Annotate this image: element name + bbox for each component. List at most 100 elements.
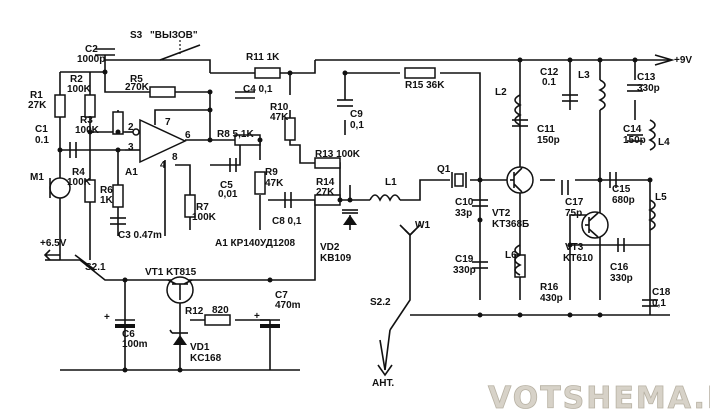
label-r3: R3 <box>80 115 93 126</box>
label-c11-val: 150p <box>537 135 560 146</box>
label-pin6: 6 <box>185 130 191 141</box>
label-c5: C5 <box>220 180 233 191</box>
label-c3: C3 0.47m <box>118 230 162 241</box>
label-r7: R7 <box>196 202 209 213</box>
supply-arrow-6v5 <box>43 249 60 261</box>
label-c6-val: 100m <box>122 339 148 350</box>
label-c14: C14 <box>623 124 642 135</box>
resistor-r5 <box>149 86 176 98</box>
label-c10-val: 33p <box>455 208 472 219</box>
label-c7: C7 <box>275 290 288 301</box>
label-q1: Q1 <box>437 164 451 175</box>
label-r11: R11 1K <box>246 52 280 63</box>
label-c18: C18 <box>652 287 671 298</box>
label-c5-val: 0,01 <box>218 189 238 200</box>
capacitor-c14 <box>627 134 643 142</box>
label-vt3: VT3 <box>565 242 584 253</box>
label-c19: C19 <box>455 254 474 265</box>
component-labels: S3 "ВЫЗОВ" C2 1000p R1 27K R2 100K R5 27… <box>28 30 692 389</box>
label-pin8: 8 <box>172 152 178 163</box>
capacitor-c19 <box>472 261 488 269</box>
junction-dots <box>57 57 653 373</box>
capacitor-c18 <box>642 299 658 307</box>
resistor-r2 <box>84 94 96 118</box>
label-r7-val: 100K <box>192 212 217 223</box>
label-r8: R8 5,1K <box>217 129 254 140</box>
svg-text:+: + <box>104 312 110 323</box>
capacitor-c12 <box>562 94 578 102</box>
label-c12: C12 <box>540 67 559 78</box>
label-r10: R10 <box>270 102 289 113</box>
label-ant: АНТ. <box>372 378 394 389</box>
capacitor-c10 <box>472 199 488 207</box>
capacitor-c7: + <box>254 311 280 328</box>
label-r12-val: 820 <box>212 305 229 316</box>
resistor-r11 <box>254 67 281 79</box>
capacitor-c3 <box>110 217 126 225</box>
label-r2-val: 100K <box>67 84 92 95</box>
label-s2-2: S2.2 <box>370 297 391 308</box>
label-s2-1: S2.1 <box>85 262 106 273</box>
crystal-q1 <box>451 172 467 188</box>
label-c15: C15 <box>612 184 631 195</box>
label-r6: R6 <box>100 185 113 196</box>
label-c2-val: 1000p <box>77 54 105 65</box>
transistor-vt1 <box>166 276 194 304</box>
label-vt3-val: KT610 <box>563 253 593 264</box>
label-r14-val: 27K <box>316 187 335 198</box>
label-r2: R2 <box>70 74 83 85</box>
switch-s3 <box>159 40 201 61</box>
label-c2: C2 <box>85 44 98 55</box>
label-c16-val: 330p <box>610 273 633 284</box>
resistor-r9 <box>254 171 266 195</box>
label-r16: R16 <box>540 282 559 293</box>
inductor-l2 <box>514 94 522 126</box>
zener-vd1 <box>169 329 188 345</box>
label-s3-name: "ВЫЗОВ" <box>150 30 198 41</box>
transistor-vt2 <box>506 166 534 194</box>
label-w1: W1 <box>415 220 430 231</box>
label-r5-val: 270K <box>125 82 150 93</box>
label-pin7: 7 <box>165 117 171 128</box>
capacitor-c5 <box>229 158 237 172</box>
inductor-l3 <box>598 79 606 111</box>
label-vd2-val: KB109 <box>320 253 352 264</box>
label-c7-val: 470m <box>275 300 301 311</box>
label-r4: R4 <box>72 167 85 178</box>
label-c18-val: 0,1 <box>652 298 666 309</box>
label-vt2-val: KT368Б <box>492 219 529 230</box>
label-c17-val: 75p <box>565 208 582 219</box>
resistor-r1 <box>54 94 66 118</box>
label-pin4: 4 <box>160 160 166 171</box>
label-r6-val: 1K <box>100 195 114 206</box>
label-r1-val: 27K <box>28 100 47 111</box>
label-c15-val: 680p <box>612 195 635 206</box>
label-vt2: VT2 <box>492 208 511 219</box>
capacitor-c15 <box>609 172 617 188</box>
capacitor-c16 <box>617 238 625 252</box>
label-s3: S3 <box>130 30 143 41</box>
watermark-logo: VOTSHEMA.RU <box>488 381 710 415</box>
resistor-r4 <box>84 179 96 203</box>
label-c1-val: 0.1 <box>35 135 49 146</box>
capacitor-c9 <box>337 99 353 107</box>
capacitor-c2 <box>95 48 115 56</box>
label-m1: M1 <box>30 172 44 183</box>
label-plus9: +9V <box>674 55 692 66</box>
varicap-vd2 <box>342 209 358 225</box>
label-pin2: 2 <box>128 122 134 133</box>
label-c1: C1 <box>35 124 48 135</box>
label-c8: C8 0,1 <box>272 216 302 227</box>
transistor-vt3 <box>581 211 609 239</box>
microphone-m1 <box>49 177 71 199</box>
label-c13-val: 330p <box>637 83 660 94</box>
ant-arrow <box>377 364 393 377</box>
inductor-l1 <box>369 194 401 202</box>
inductor-l4 <box>648 119 656 151</box>
capacitor-c1 <box>69 142 77 158</box>
label-r14: R14 <box>316 177 335 188</box>
label-l3: L3 <box>578 70 590 81</box>
svg-text:+: + <box>254 311 260 322</box>
